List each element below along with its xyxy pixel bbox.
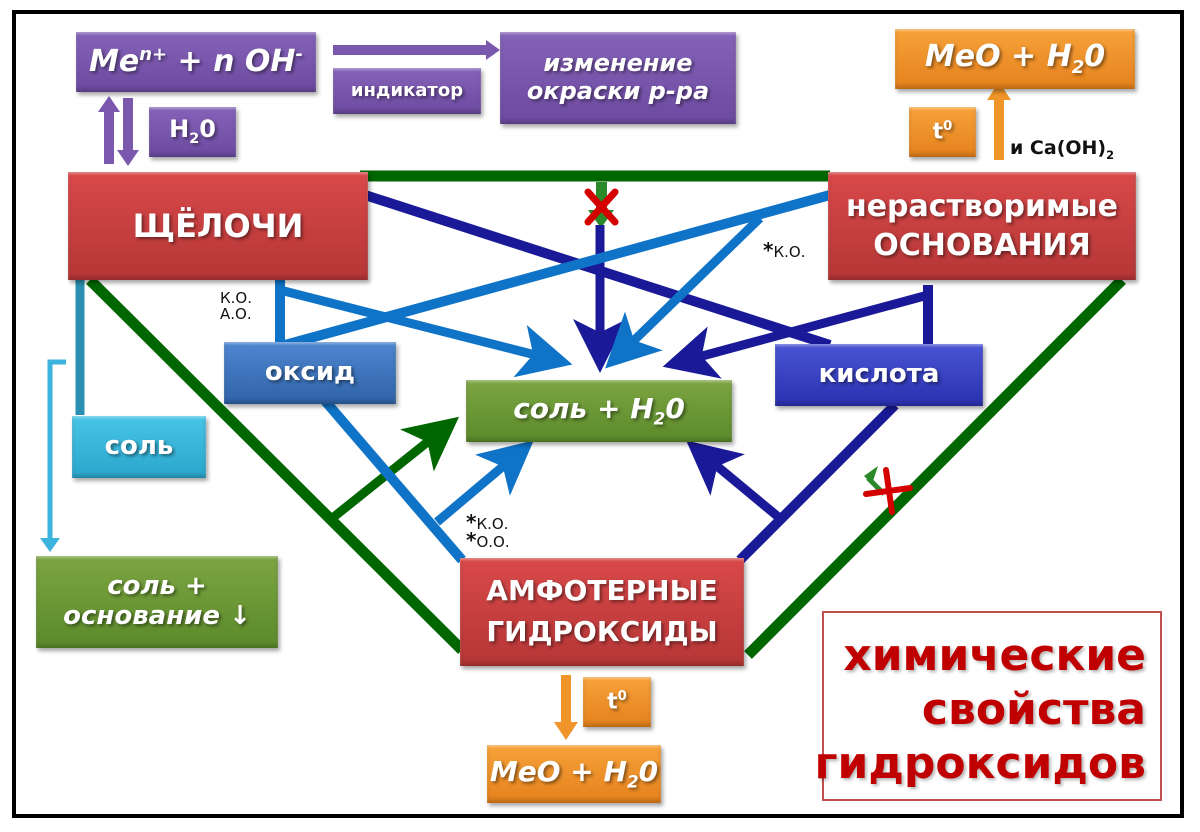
insoluble-oxide-annotation: *К.О. — [763, 238, 806, 262]
alkali-links — [86, 170, 1126, 659]
acid-links — [363, 190, 933, 564]
acid-box: кислота — [775, 344, 983, 406]
oxide-links — [275, 190, 832, 564]
oxide-amphoteric-line — [316, 391, 466, 564]
insoluble-bases-box: нерастворимые ОСНОВАНИЯ — [828, 172, 1136, 280]
insoluble-bases-line2: ОСНОВАНИЯ — [873, 228, 1091, 263]
heat-arrows — [554, 82, 1011, 740]
salt-box: соль — [72, 416, 206, 478]
title-box: химические свойства гидроксидов — [815, 611, 1162, 801]
amph-oxide-salt-arrow — [434, 440, 534, 526]
insoluble-oxide-line — [283, 190, 832, 350]
title-line-1: химические — [843, 630, 1146, 681]
salt-links — [40, 280, 85, 552]
insoluble-amphoteric-line — [744, 276, 1126, 659]
amphoteric-oxide-annotation: *К.О. *О.О. — [466, 510, 510, 552]
slide-title: химические свойства гидроксидов — [815, 629, 1146, 791]
alkali-amphoteric-line — [86, 276, 466, 654]
forbidden-arrow-top — [584, 182, 619, 228]
insoluble-salt-arrow — [662, 290, 930, 379]
indicator-label: индикатор — [333, 68, 481, 114]
color-change-line2: окраски р-ра — [526, 77, 710, 105]
alkali-oxide-annotation: К.О. А.О. — [220, 289, 252, 323]
alkalis-box: ЩЁЛОЧИ — [68, 172, 368, 280]
salt-precipitate-arrow — [47, 359, 66, 545]
insoluble-oxide-salt-arrow — [605, 214, 764, 369]
color-change-box: изменение окраски р-ра — [500, 32, 736, 124]
amph-acid-salt-arrow — [686, 440, 785, 524]
salt-base-line2: основание ↓ — [63, 601, 251, 631]
ionization-box: Men+ + n OH- — [76, 32, 316, 92]
ionization-formula: Men+ + n OH- — [88, 43, 304, 79]
heat-top-label: t0 — [909, 107, 976, 157]
salt-water-box: соль + H20 — [466, 380, 732, 442]
caoh-note: и Ca(OH)2 — [1010, 137, 1115, 162]
alkali-oxide-salt-arrow — [278, 285, 573, 378]
amphoteric-box: АМФОТЕРНЫЕ ГИДРОКСИДЫ — [460, 558, 744, 666]
color-change-line1: изменение — [543, 49, 693, 78]
acid-amphoteric-line — [736, 401, 899, 564]
insoluble-bases-line1: нерастворимые — [845, 189, 1119, 224]
oxide-box: оксид — [224, 342, 396, 404]
meo-bottom-box: MeO + H20 — [487, 745, 661, 803]
heat-bottom-label: t0 — [583, 677, 651, 727]
amphoteric-line1: АМФОТЕРНЫЕ — [486, 574, 718, 608]
salt-base-line1: соль + — [107, 571, 207, 602]
title-line-2: свойства — [921, 684, 1146, 735]
meo-top-box: MeO + H20 — [895, 29, 1135, 89]
ionization-arrows — [98, 40, 500, 166]
water-label: H20 — [149, 107, 236, 157]
salt-base-box: соль + основание ↓ — [36, 556, 278, 648]
title-line-3: гидроксидов — [814, 738, 1146, 789]
amphoteric-line2: ГИДРОКСИДЫ — [486, 615, 718, 648]
forbidden-arrow-right — [863, 466, 913, 515]
